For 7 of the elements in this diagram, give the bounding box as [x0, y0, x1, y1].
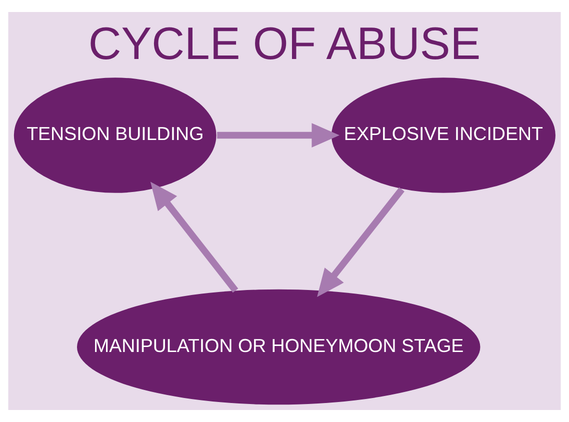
node-ellipse: TENSION BUILDING: [14, 78, 216, 193]
node-ellipse: EXPLOSIVE INCIDENT: [331, 78, 556, 193]
arrow: [150, 182, 238, 293]
diagram-title: CYCLE OF ABUSE: [88, 18, 481, 70]
node-ellipse: MANIPULATION OR HONEYMOON STAGE: [77, 289, 480, 405]
arrow: [217, 123, 340, 148]
arrow: [317, 187, 404, 297]
